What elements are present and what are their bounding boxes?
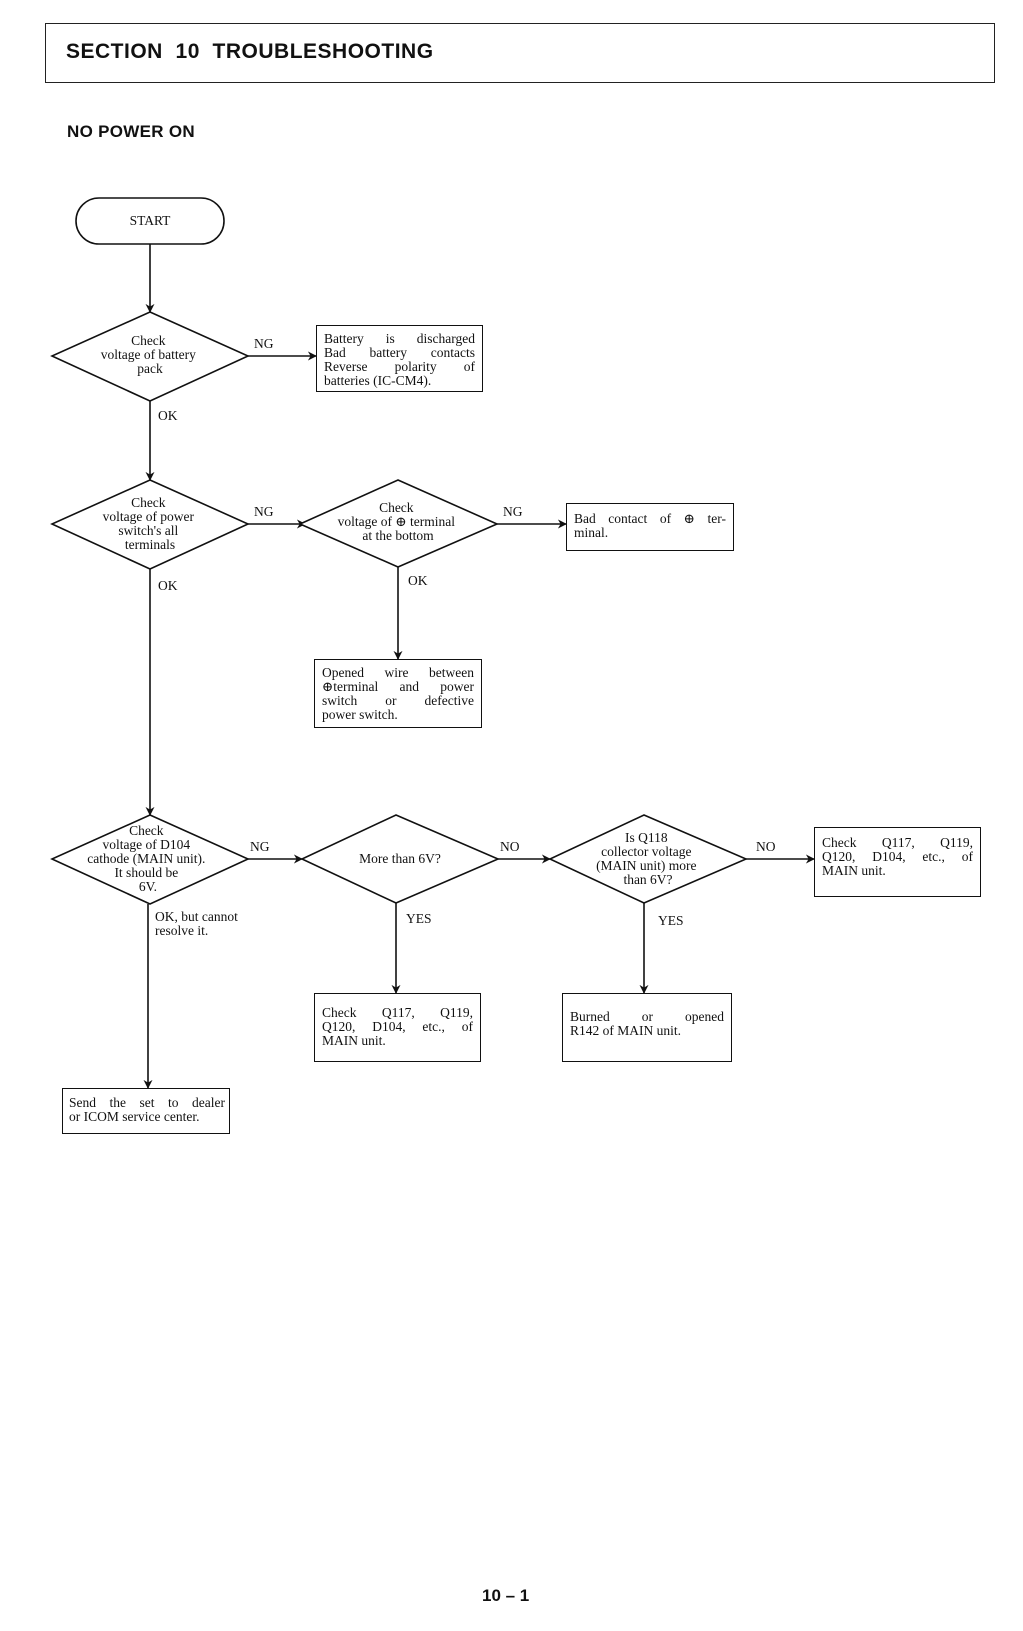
decision-label: Is Q118 collector voltage (MAIN unit) mo… bbox=[596, 830, 700, 887]
label-d2-ng: NG bbox=[254, 504, 274, 519]
result-opened-wire: Opened wire between ⊕terminal and power … bbox=[314, 659, 482, 728]
result-bad-terminal-contact: Bad contact of ⊕ ter- minal. bbox=[566, 503, 734, 551]
label-d2-ok: OK bbox=[158, 578, 178, 593]
result-check-transistors-yes: Check Q117, Q119, Q120, D104, etc., of M… bbox=[314, 993, 481, 1062]
decision-battery-voltage: Check voltage of battery pack bbox=[50, 311, 250, 402]
label-d3-ok: OK bbox=[408, 573, 428, 588]
result-check-transistors-no: Check Q117, Q119, Q120, D104, etc., of M… bbox=[814, 827, 981, 897]
decision-d104-voltage: Check voltage of D104 cathode (MAIN unit… bbox=[50, 814, 250, 905]
label-d6-no: NO bbox=[756, 839, 776, 854]
result-battery-problem: Battery is discharged Bad battery contac… bbox=[316, 325, 483, 392]
decision-more-than-6v: More than 6V? bbox=[300, 814, 501, 904]
decision-label: Check voltage of battery pack bbox=[101, 333, 200, 376]
label-d1-ok: OK bbox=[158, 408, 178, 423]
page-number: 10 – 1 bbox=[482, 1586, 530, 1605]
label-d4-ng: NG bbox=[250, 839, 270, 854]
decision-label: Check voltage of D104 cathode (MAIN unit… bbox=[87, 823, 208, 894]
section-header: SECTION 10 TROUBLESHOOTING bbox=[45, 23, 995, 83]
decision-power-switch-voltage: Check voltage of power switch's all term… bbox=[50, 479, 250, 570]
connectors bbox=[143, 244, 815, 1089]
result-send-to-service: Send the set to dealer or ICOM service c… bbox=[62, 1088, 230, 1134]
start-node: START bbox=[75, 197, 225, 245]
label-d4-ok: OK, but cannot resolve it. bbox=[155, 909, 241, 938]
result-burned-r142: Burned or opened R142 of MAIN unit. bbox=[562, 993, 732, 1062]
decision-terminal-voltage: Check voltage of ⊕ terminal at the botto… bbox=[298, 479, 499, 568]
branch-labels: NG OK NG OK NG OK NG OK, but cannot reso… bbox=[155, 336, 776, 938]
chart-subtitle: NO POWER ON bbox=[67, 122, 195, 141]
decision-label: Check voltage of ⊕ terminal at the botto… bbox=[338, 500, 459, 543]
label-d6-yes: YES bbox=[658, 913, 684, 928]
decision-label: Check voltage of power switch's all term… bbox=[103, 495, 198, 552]
label-d5-no: NO bbox=[500, 839, 520, 854]
label-d3-ng: NG bbox=[503, 504, 523, 519]
label-d5-yes: YES bbox=[406, 911, 432, 926]
section-title: SECTION 10 TROUBLESHOOTING bbox=[66, 40, 434, 63]
decision-q118-voltage: Is Q118 collector voltage (MAIN unit) mo… bbox=[548, 814, 749, 904]
label-d1-ng: NG bbox=[254, 336, 274, 351]
start-label: START bbox=[130, 213, 172, 228]
decision-label: More than 6V? bbox=[359, 851, 441, 866]
